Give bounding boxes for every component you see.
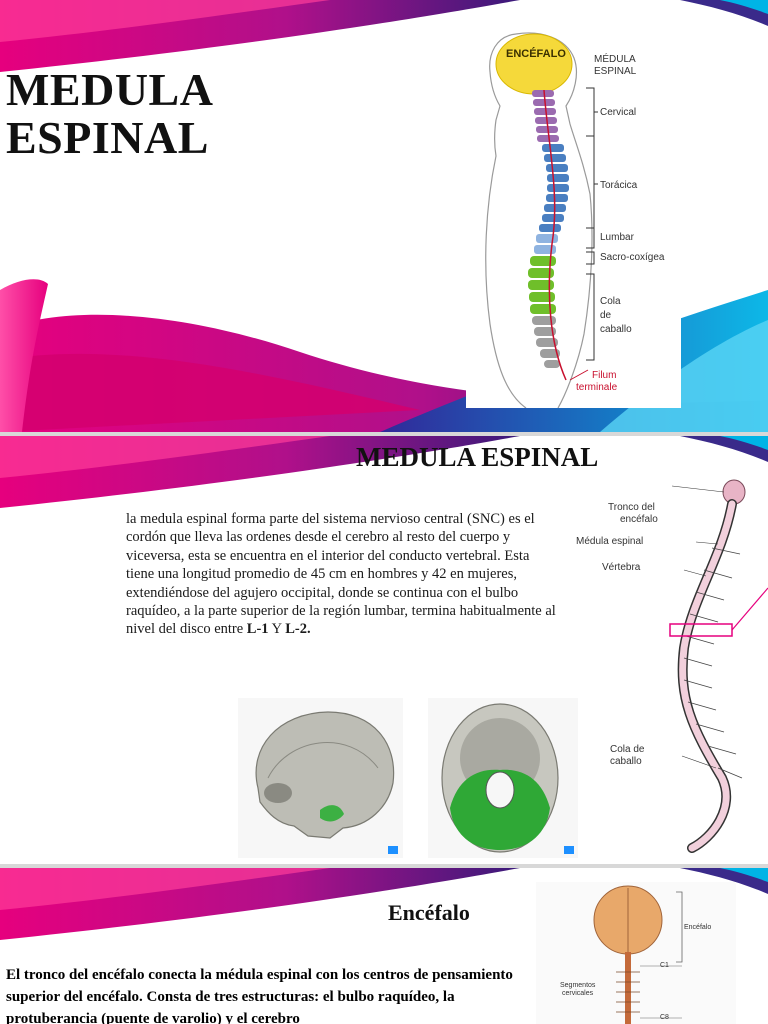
body-bold-l2: L-2. (285, 621, 311, 638)
title-line-1: MEDULA (6, 64, 214, 115)
slide-title: Encéfalo (388, 900, 470, 925)
label-toracica: Torácica (600, 180, 638, 191)
slide-body: la medula espinal forma parte del sistem… (126, 510, 556, 639)
slide-separator (0, 864, 768, 868)
label-terminale: terminale (576, 382, 618, 393)
body-bold-l1: L-1 (246, 621, 269, 638)
label-caballo: caballo (600, 324, 632, 335)
slide-2[interactable]: MEDULA ESPINAL la medula espinal forma p… (0, 436, 768, 864)
slide-separator (0, 432, 768, 436)
label-cola: Cola de (610, 744, 645, 755)
label-caballo: caballo (610, 756, 642, 767)
label-medula: MÉDULA (594, 54, 636, 65)
label-de: de (600, 310, 612, 321)
slide-3[interactable]: Encéfalo El tronco del encéfalo conecta … (0, 868, 768, 1024)
skull-lateral-image (238, 698, 403, 858)
slide-title: MEDULA ESPINAL (356, 442, 599, 472)
body-bold-varolio: puente de varolio (106, 1011, 217, 1024)
slide-title: MEDULA ESPINAL (6, 66, 213, 162)
skull-base-image (428, 698, 578, 858)
spinal-cord-side-diagram: Tronco del encéfalo Médula espinal Vérte… (572, 478, 768, 864)
body-text: la medula espinal forma parte del sistem… (126, 511, 556, 638)
label-segmentos: Segmentos (560, 982, 596, 989)
body-text-end: ) y el cerebro (216, 1011, 300, 1024)
label-cervicales: cervicales (562, 990, 594, 997)
body-text: El tronco del encéfalo conecta la médula… (6, 967, 513, 1024)
body-text-mid: Y (268, 621, 286, 638)
label-encefalo: ENCÉFALO (506, 48, 566, 60)
title-line-2: ESPINAL (6, 112, 209, 163)
spinal-cord-illustration (485, 32, 598, 409)
label-espinal: ESPINAL (594, 66, 637, 77)
label-cervical: Cervical (600, 107, 637, 118)
label-c8: C8 (660, 1014, 669, 1021)
slide-1[interactable]: MEDULA ESPINAL (0, 0, 768, 432)
label-encefalo: Encéfalo (684, 924, 712, 931)
label-vertebra: Vértebra (602, 562, 641, 573)
label-tronco: Tronco del (608, 502, 655, 513)
label-lumbar: Lumbar (600, 232, 634, 243)
label-cola: Cola (600, 296, 621, 307)
slide-body: El tronco del encéfalo conecta la médula… (6, 964, 536, 1024)
label-encefalo: encéfalo (620, 514, 658, 525)
label-sacro: Sacro-coxígea (600, 252, 665, 263)
label-medula-espinal: Médula espinal (576, 536, 644, 547)
spinal-cord-diagram: ENCÉFALO MÉDULA ESPINAL Cervical Torácic… (466, 24, 681, 409)
brain-spine-diagram: Encéfalo Segmentos cervicales C1 C8 (536, 882, 736, 1024)
label-filum: Filum (592, 370, 617, 381)
label-c1: C1 (660, 962, 669, 969)
